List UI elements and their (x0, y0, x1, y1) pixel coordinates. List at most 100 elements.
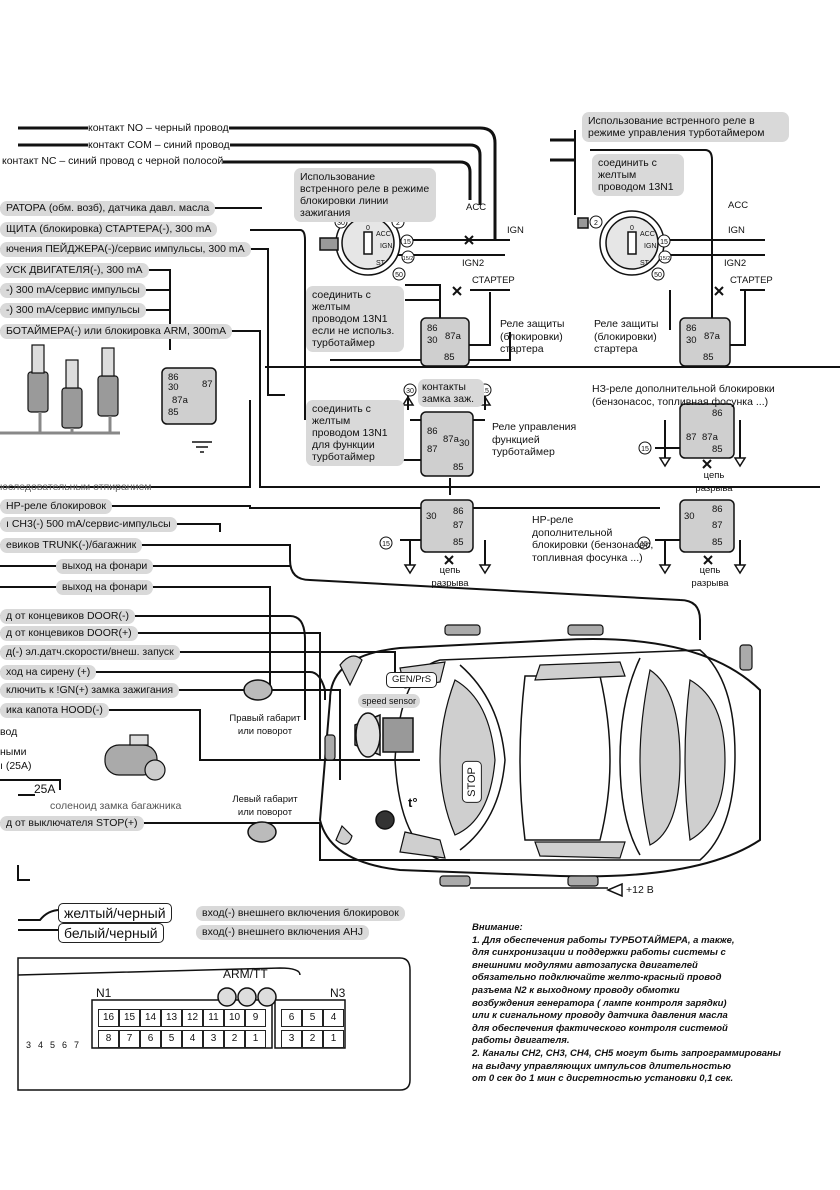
relay-pin: 86 (453, 506, 464, 517)
wire-com (18, 143, 482, 205)
side-pin: 7 (74, 1040, 80, 1050)
relay-pin: 85 (453, 537, 464, 548)
connector-pin: 2 (302, 1030, 323, 1048)
label-engine-start: УСК ДВИГАТЕЛЯ(-), 300 mA (0, 263, 149, 278)
relay-pin: 87 (686, 432, 697, 443)
connector-pin: 6 (140, 1030, 161, 1048)
label-ign-plus: ключить к !GN(+) замка зажигания (0, 683, 180, 698)
label-siren: ход на сирену (+) (0, 665, 97, 680)
badge-15: 15 (403, 239, 411, 246)
fragment-vod: вод (0, 726, 18, 738)
label-lights-2: выход на фонари (56, 580, 154, 595)
relay-pin: 86 (168, 372, 179, 383)
side-pin: 4 (38, 1040, 44, 1050)
label-lights-1: выход на фонари (56, 559, 154, 574)
relay-pin: 86 (712, 408, 723, 419)
terminal-ign: IGN (507, 225, 524, 236)
fragment-25a-1: ı (25A) (0, 760, 32, 772)
side-pin: 3 (26, 1040, 32, 1050)
relay-pin: 87a (704, 331, 721, 342)
lock-0-label: 0 (366, 225, 370, 232)
connector-pin: 6 (281, 1009, 302, 1027)
relay-pin: 86 (427, 323, 438, 334)
relay-pin: 30 (426, 511, 437, 522)
connector-pin: 10 (224, 1009, 245, 1027)
caption-protect-2: Реле защиты (блокировки) стартера (594, 318, 659, 355)
connector-pin: 11 (203, 1009, 224, 1027)
relay-pin: 86 (686, 323, 697, 334)
terminal-starter: СТАРТЕР (730, 275, 773, 286)
relay-pin: 87a (445, 331, 462, 342)
left-marker-label: Левый габарит или поворот (232, 794, 298, 818)
label-stop: д от выключателя STOP(+) (0, 816, 144, 831)
relay-pin: 87 (453, 520, 464, 531)
badge-30: 30 (406, 388, 414, 395)
relay-pin: 30 (684, 511, 695, 522)
label-service-2: -) 300 mA/сервис импульсы (0, 303, 146, 318)
relay-pin: 87a (172, 395, 189, 406)
note-line: для синхронизации и поддержки работы сис… (472, 947, 726, 959)
label-service-1: -) 300 mA/сервис импульсы (0, 283, 146, 298)
terminal-ign2: IGN2 (724, 258, 746, 269)
label-contact-com: контакт COM – синий провод (88, 139, 230, 152)
badge-30: 30 (337, 220, 345, 227)
fragment-nymi: ными (0, 746, 27, 758)
note-line: 2. Каналы СН2, СН3, СН4, СН5 могут быть … (472, 1047, 781, 1059)
relay-pin: 87 (712, 520, 723, 531)
lock-ign-label: IGN (380, 243, 392, 250)
lock-0-label: 0 (630, 225, 634, 232)
lock-st-label: ST (376, 260, 386, 267)
relay-pin: 86 (427, 426, 438, 437)
relay-pin: 85 (168, 407, 179, 418)
connector-pin: 3 (281, 1030, 302, 1048)
temp-sensor-label: t° (408, 795, 418, 810)
connector-pin: 9 (245, 1009, 266, 1027)
badge-15: 15 (481, 388, 489, 395)
connector-pin: 15 (119, 1009, 140, 1027)
connector-pin: 13 (161, 1009, 182, 1027)
label-generator: РАТОРА (обм. возб), датчика давл. масла (0, 201, 216, 216)
gen-prs-box: GEN/PrS (386, 672, 438, 688)
caption-protect-1: Реле защиты (блокировки) стартера (500, 318, 565, 355)
lock-acc-label: ACC (640, 231, 655, 238)
caption-break-2: цепь разрыва (431, 565, 469, 589)
badge-15-2: 15/2 (660, 256, 671, 262)
relay-pin: 87 (202, 379, 213, 390)
caption-break-1: цепь разрыва (695, 470, 733, 494)
connector-pin: 16 (98, 1009, 119, 1027)
connector-pin: 12 (182, 1009, 203, 1027)
lock-acc-label: ACC (376, 231, 391, 238)
terminal-ign2: IGN2 (462, 258, 484, 269)
label-sequential: юследовательным отпиранием (0, 481, 152, 493)
connector-pin: 5 (161, 1030, 182, 1048)
arm-tt-label: ARM/TT (223, 967, 268, 981)
relay-pin: 30 (459, 438, 470, 449)
plus12-label: +12 В (626, 884, 654, 896)
fragment-25a-2: 25A (34, 782, 56, 796)
input-white-black: белый/черный (58, 923, 164, 943)
n1-label: N1 (96, 986, 112, 1000)
ignition-block-title: Использование встренного реле в режиме б… (294, 168, 436, 222)
note-line: обязательно подключайте желто-красный пр… (472, 972, 722, 984)
relay-pin: 30 (686, 335, 697, 346)
badge-50: 50 (654, 272, 662, 279)
relay-pin: 87a (443, 434, 460, 445)
note-line: внешними модулями автозапуска двигателей (472, 959, 698, 971)
input-white-black-desc: вход(-) внешнего включения АНJ (196, 925, 369, 940)
label-trunk: евиков TRUNK(-)/багажник (0, 538, 143, 553)
caption-nr-relay: НР-реле дополнительной блокировки (бензо… (532, 514, 654, 564)
badge-15: 15 (660, 239, 668, 246)
lock-ign-label: IGN (644, 243, 656, 250)
note-line: возбуждения генератора ( лампе контроля … (472, 997, 727, 1009)
badge-50: 50 (395, 272, 403, 279)
note-line: на выдачу управляющих импульсов длительн… (472, 1060, 731, 1072)
label-contact-no: контакт NO – черный провод (88, 122, 229, 135)
label-ch3: ı СН3(-) 500 mA/сервис-импульсы (0, 517, 177, 532)
side-pin: 5 (50, 1040, 56, 1050)
note-connect-1: соединить с желтым проводом 13N1 (592, 154, 684, 196)
terminal-ign: IGN (728, 225, 745, 236)
label-turbotimer: БОТАЙМЕРА(-) или блокировка ARM, 300mA (0, 324, 233, 339)
relay-pin: 30 (427, 335, 438, 346)
connector-pin: 5 (302, 1009, 323, 1027)
lock-st-label: ST (640, 260, 650, 267)
